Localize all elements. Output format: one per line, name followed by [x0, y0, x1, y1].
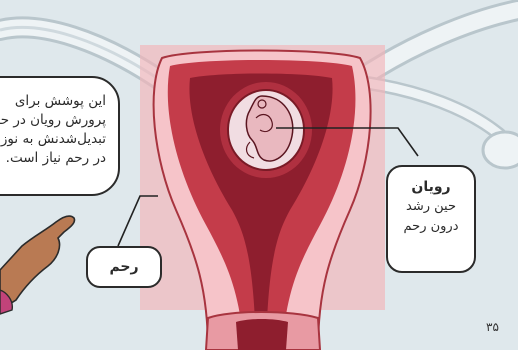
embryo-label-line-2: درون رحم: [388, 217, 474, 237]
ovary-right: [483, 132, 518, 168]
uterus-label-text: رحم: [109, 259, 138, 275]
cervical-canal: [236, 319, 288, 350]
embryo-label: رویان حین رشد درون رحم: [386, 165, 476, 273]
speech-line-4: در رحم نیاز است.: [0, 149, 106, 168]
embryo-label-line-1: حین رشد: [388, 197, 474, 217]
embryo: [220, 82, 312, 178]
speech-line-1: این پوشش برای: [0, 92, 106, 111]
speech-bubble: این پوشش برای پرورش رویان در حال تبدیل‌ش…: [0, 76, 120, 196]
embryo-label-title: رویان: [388, 177, 474, 197]
page-number: ۳۵: [486, 320, 499, 334]
uterus-label: رحم: [86, 246, 162, 288]
speech-line-3: تبدیل‌شدنش به نوزاد: [0, 130, 106, 149]
speech-line-2: پرورش رویان در حال: [0, 111, 106, 130]
